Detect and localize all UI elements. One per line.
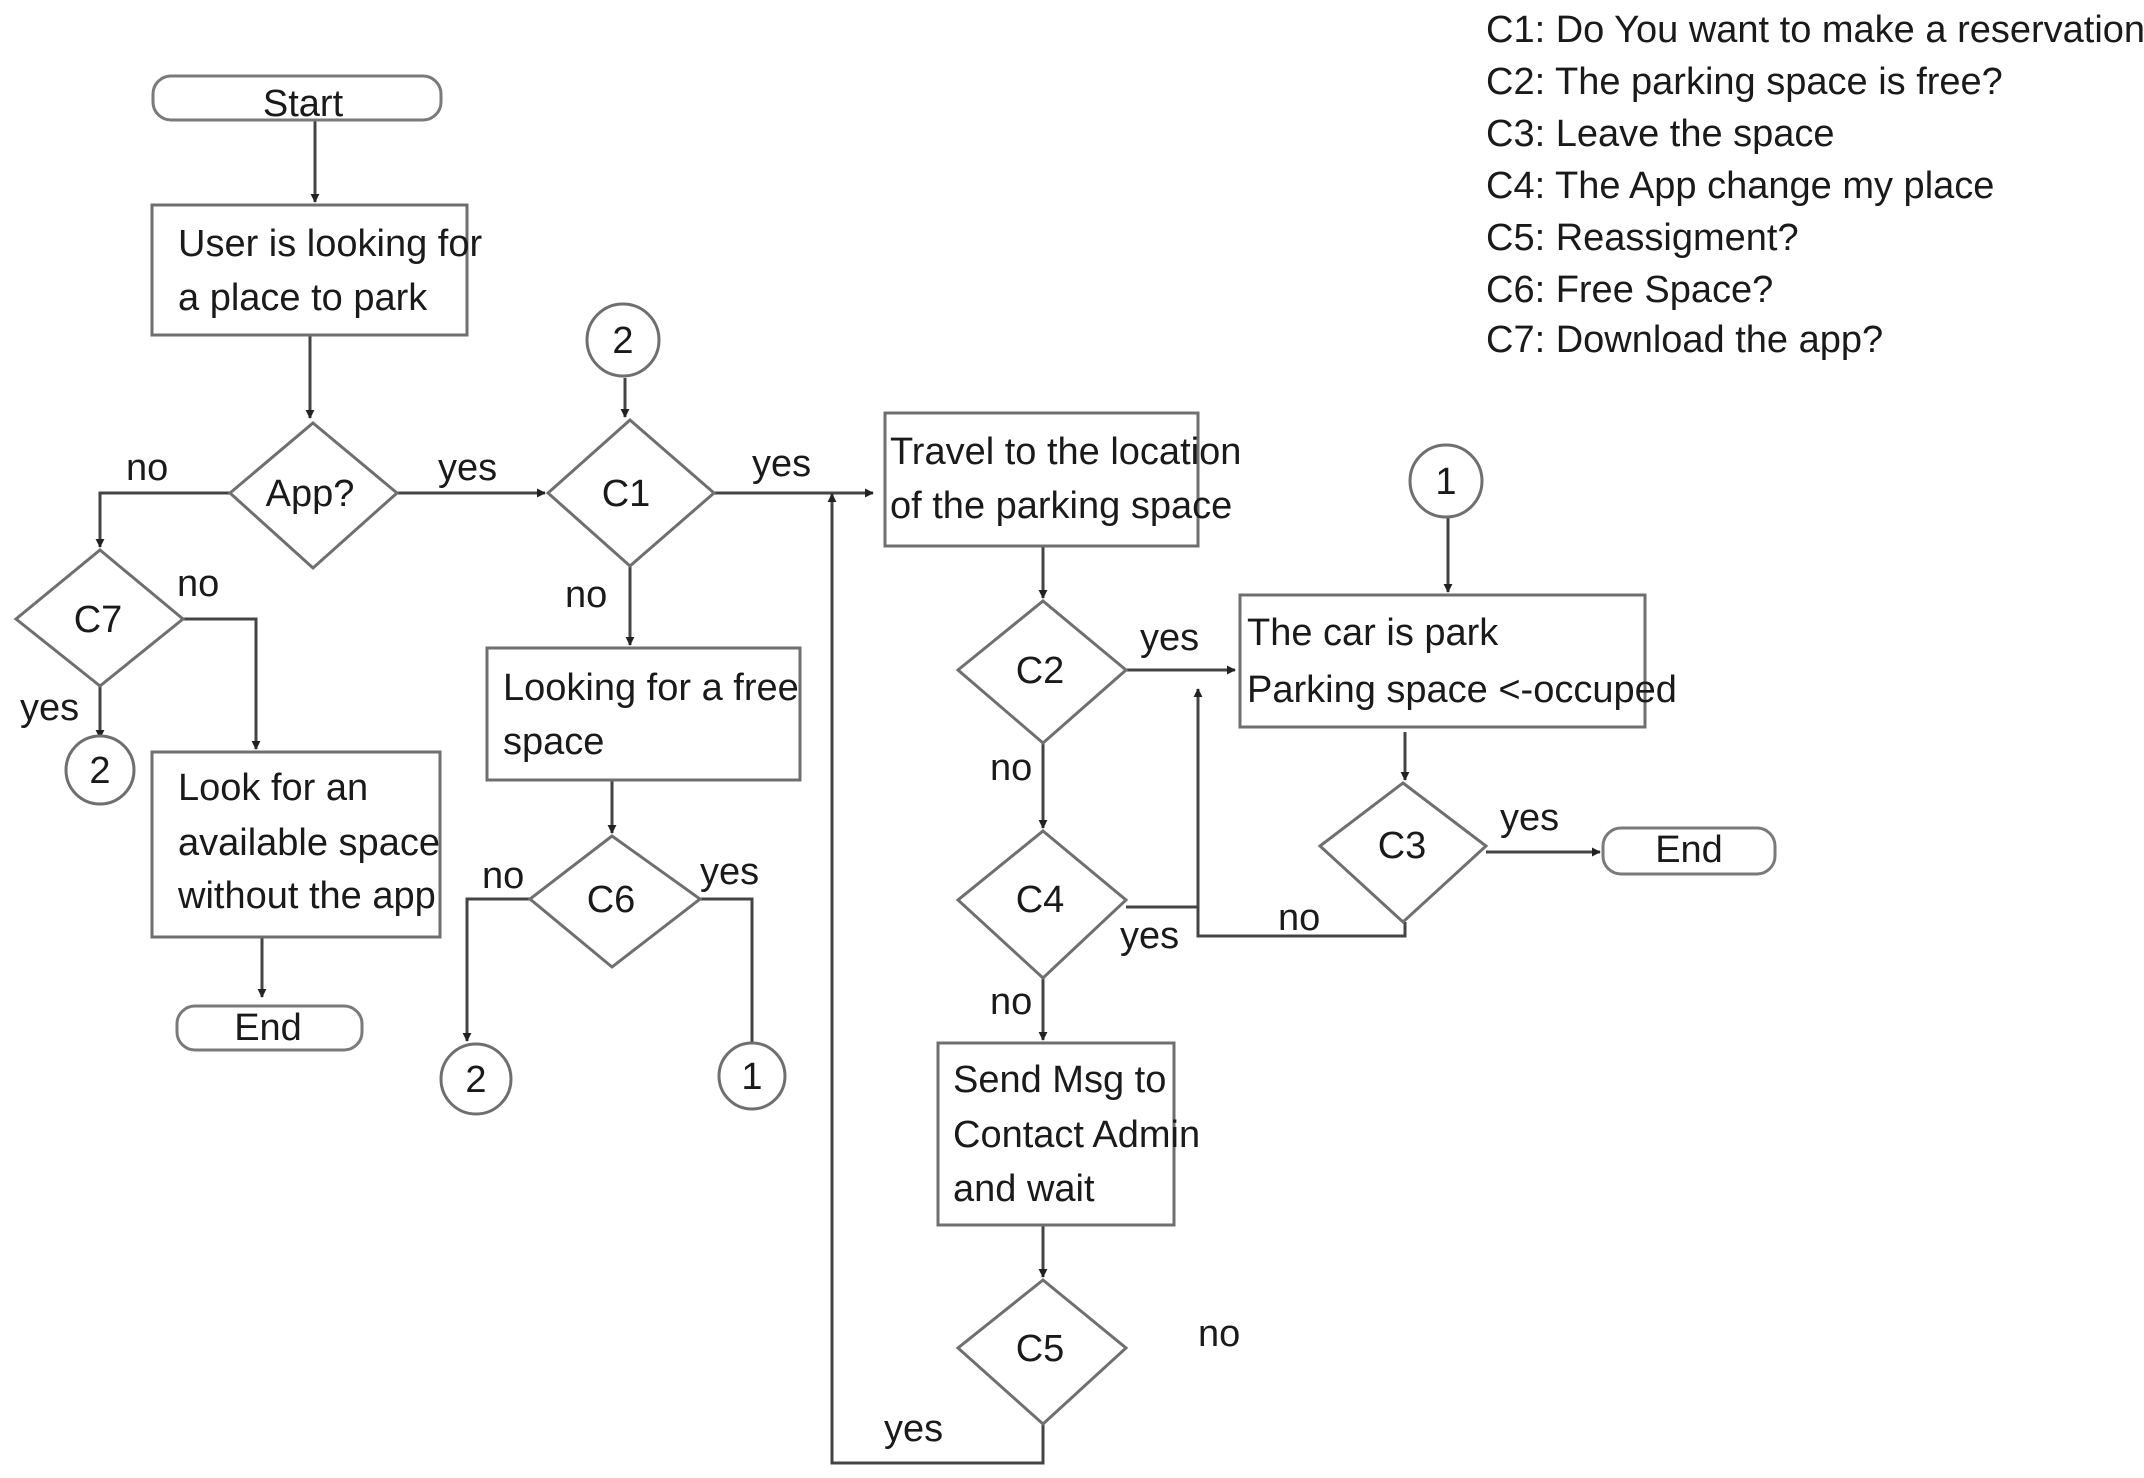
svg-text:2: 2: [89, 750, 110, 792]
decision-c2: C2: [955, 599, 1129, 745]
process-look-without-app: Look for an available space without the …: [150, 750, 442, 939]
connector-c6-no-2: 2: [439, 1042, 513, 1116]
svg-text:and wait: and wait: [953, 1168, 1095, 1210]
svg-text:Parking space <-occuped: Parking space <-occuped: [1247, 669, 1677, 711]
svg-text:space: space: [503, 721, 604, 763]
svg-text:End: End: [234, 1007, 302, 1049]
process-car-parked: The car is park Parking space <-occuped: [1238, 593, 1677, 729]
svg-text:of the parking space: of the parking space: [890, 485, 1232, 527]
legend-c6: C6: Free Space?: [1486, 269, 1773, 311]
label-c2-no: no: [990, 747, 1032, 789]
label-c1-no: no: [565, 574, 607, 616]
connector-c6-yes-1: 1: [717, 1041, 787, 1111]
decision-c3: C3: [1317, 781, 1489, 925]
svg-text:a place to park: a place to park: [178, 277, 428, 319]
legend-c3: C3: Leave the space: [1486, 113, 1835, 155]
label-c5-yes: yes: [884, 1408, 943, 1450]
legend-c1: C1: Do You want to make a reservation?: [1486, 9, 2144, 51]
process-user-looking: User is looking for a place to park: [150, 203, 482, 337]
decision-c6: C6: [527, 834, 703, 969]
label-c4-no: no: [990, 981, 1032, 1023]
label-c5-no: no: [1198, 1313, 1240, 1355]
decision-c7: C7: [13, 548, 186, 688]
svg-text:App?: App?: [266, 473, 355, 515]
svg-text:C5: C5: [1016, 1328, 1065, 1370]
legend-c4: C4: The App change my place: [1486, 165, 1994, 207]
legend-c2: C2: The parking space is free?: [1486, 61, 2003, 103]
svg-text:1: 1: [1435, 461, 1456, 503]
label-c3-yes: yes: [1500, 797, 1559, 839]
label-c6-yes: yes: [700, 851, 759, 893]
decision-c4: C4: [955, 829, 1129, 981]
svg-text:2: 2: [612, 320, 633, 362]
label-c1-yes: yes: [752, 443, 811, 485]
label-app-no: no: [126, 447, 168, 489]
process-looking-free-space: Looking for a free space: [485, 646, 802, 782]
svg-text:C3: C3: [1378, 825, 1427, 867]
label-c4-yes: yes: [1120, 915, 1179, 957]
decision-app: App?: [227, 421, 400, 571]
svg-text:Send Msg to: Send Msg to: [953, 1059, 1166, 1101]
label-c7-no: no: [177, 563, 219, 605]
terminal-end-app: End: [175, 1004, 364, 1052]
legend-c7: C7: Download the app?: [1486, 319, 1883, 361]
svg-text:C4: C4: [1016, 879, 1065, 921]
terminal-end-main: End: [1601, 826, 1777, 876]
decision-c5: C5: [955, 1278, 1129, 1427]
terminal-start: Start: [151, 74, 443, 125]
label-c6-no: no: [482, 855, 524, 897]
svg-text:End: End: [1655, 829, 1723, 871]
svg-text:C2: C2: [1016, 650, 1065, 692]
connector-top-1: 1: [1408, 443, 1484, 519]
connector-top-2: 2: [585, 302, 661, 378]
svg-text:without the app: without the app: [177, 875, 436, 917]
edge-labels: no yes yes no no yes no yes yes no yes n…: [20, 443, 1559, 1450]
svg-text:Start: Start: [263, 83, 344, 125]
process-travel: Travel to the location of the parking sp…: [883, 411, 1241, 548]
svg-text:C1: C1: [602, 473, 651, 515]
label-c7-yes: yes: [20, 687, 79, 729]
legend-c5: C5: Reassigment?: [1486, 217, 1799, 259]
decision-c1: C1: [545, 418, 717, 568]
label-c2-yes: yes: [1140, 617, 1199, 659]
svg-text:Look for an: Look for an: [178, 767, 368, 809]
connector-c7-yes-2: 2: [64, 734, 136, 806]
label-c3-no: no: [1278, 897, 1320, 939]
process-send-msg: Send Msg to Contact Admin and wait: [936, 1041, 1200, 1227]
svg-text:User is looking for: User is looking for: [178, 223, 482, 265]
svg-text:Contact Admin: Contact Admin: [953, 1114, 1200, 1156]
svg-text:Travel to the location: Travel to the location: [890, 431, 1241, 473]
legend: C1: Do You want to make a reservation? C…: [1486, 9, 2144, 361]
svg-text:available space: available space: [178, 822, 440, 864]
flow-lines: [95, 120, 1601, 1465]
label-app-yes: yes: [438, 447, 497, 489]
svg-text:1: 1: [741, 1056, 762, 1098]
svg-text:The car is park: The car is park: [1247, 612, 1499, 654]
svg-text:Looking for a free: Looking for a free: [503, 667, 799, 709]
svg-text:C7: C7: [74, 599, 123, 641]
svg-text:C6: C6: [587, 879, 636, 921]
svg-text:2: 2: [465, 1059, 486, 1101]
